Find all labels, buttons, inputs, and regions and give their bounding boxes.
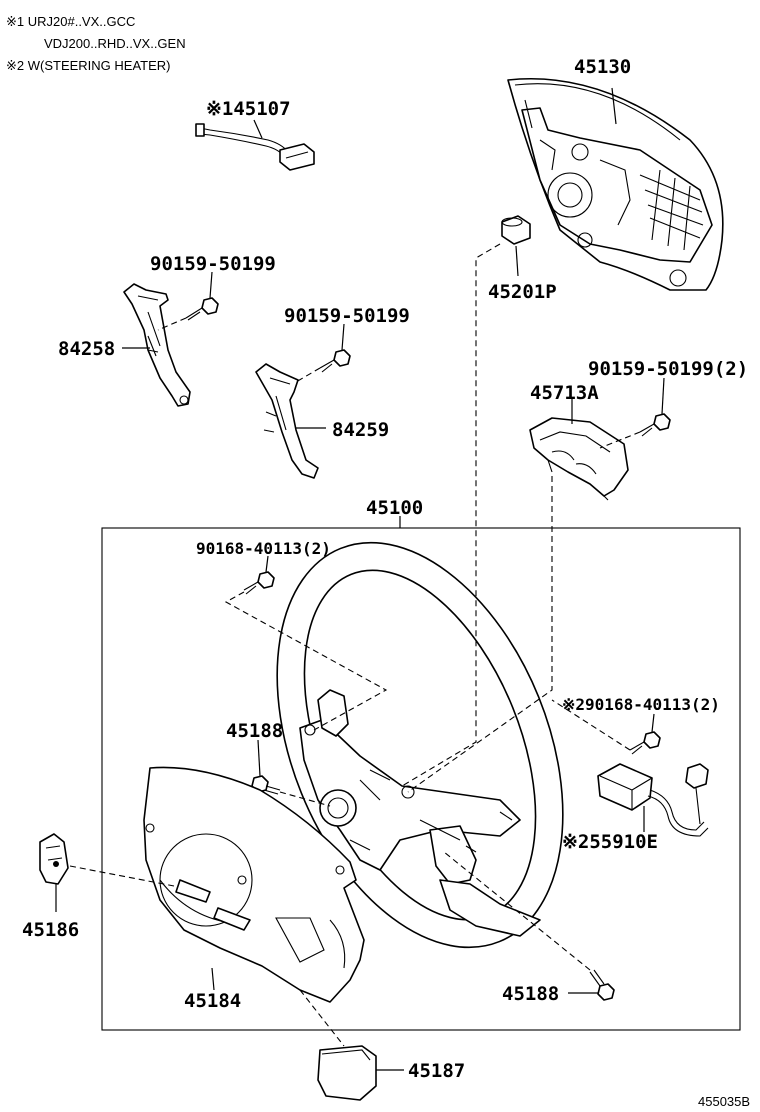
label-45186: 45186	[22, 919, 79, 941]
label-90159-c: 90159-50199(2)	[588, 358, 748, 380]
screw-90159-a	[185, 297, 219, 321]
label-90159-b: 90159-50199	[284, 305, 410, 327]
label-90159-a: 90159-50199	[150, 253, 276, 275]
note-1-line-2: VDJ200..RHD..VX..GEN	[44, 36, 186, 51]
clip-45186	[39, 833, 69, 885]
screw-90168-b	[629, 731, 661, 755]
assembly-guides	[69, 243, 641, 1047]
screw-45188-b	[589, 969, 615, 1001]
leader-90159-b	[341, 323, 345, 351]
leader-45184	[211, 967, 215, 991]
label-45184: 45184	[184, 990, 241, 1012]
leader-90168-b	[651, 713, 655, 733]
bracket-84259	[255, 363, 319, 479]
steering-wheel-45100	[276, 541, 564, 949]
screw-90159-c	[639, 413, 671, 437]
label-45187: 45187	[408, 1060, 465, 1082]
leader-45188-a	[257, 739, 261, 777]
leader-45201P	[515, 245, 519, 277]
label-84259: 84259	[332, 419, 389, 441]
label-45201P: 45201P	[488, 281, 557, 303]
label-55910E: ※255910E	[562, 831, 658, 853]
cover-45713A	[529, 417, 629, 501]
leader-90159-c	[661, 377, 665, 415]
heater-module-55910E	[597, 763, 709, 837]
label-45188-b: 45188	[502, 983, 559, 1005]
leader-90159-a	[209, 271, 213, 299]
label-45107: ※145107	[206, 98, 291, 120]
screw-90168-a	[243, 571, 275, 595]
note-2: ※2 W(STEERING HEATER)	[6, 58, 171, 73]
bracket-84258	[123, 283, 191, 407]
wire-45107	[195, 123, 315, 171]
label-45100: 45100	[366, 497, 423, 519]
figure-id: 455035B	[698, 1094, 750, 1109]
label-90168-b: ※290168-40113(2)	[562, 695, 720, 714]
airbag-module-45130	[507, 77, 724, 291]
assembly-frame-45100	[101, 527, 741, 1031]
nut-45201P	[501, 215, 531, 245]
label-45713A: 45713A	[530, 382, 599, 404]
label-84258: 84258	[58, 338, 115, 360]
label-45130: 45130	[574, 56, 631, 78]
lower-cover-45184	[143, 766, 365, 1003]
note-1-line-1: ※1 URJ20#..VX..GCC	[6, 14, 135, 29]
leader-45107	[253, 119, 263, 139]
label-90168-a: 90168-40113(2)	[196, 539, 331, 558]
leader-90168-a	[265, 555, 269, 573]
screw-90159-b	[319, 349, 351, 373]
leader-45130	[611, 87, 617, 125]
cap-45187	[317, 1045, 377, 1101]
label-45188-a: 45188	[226, 720, 283, 742]
